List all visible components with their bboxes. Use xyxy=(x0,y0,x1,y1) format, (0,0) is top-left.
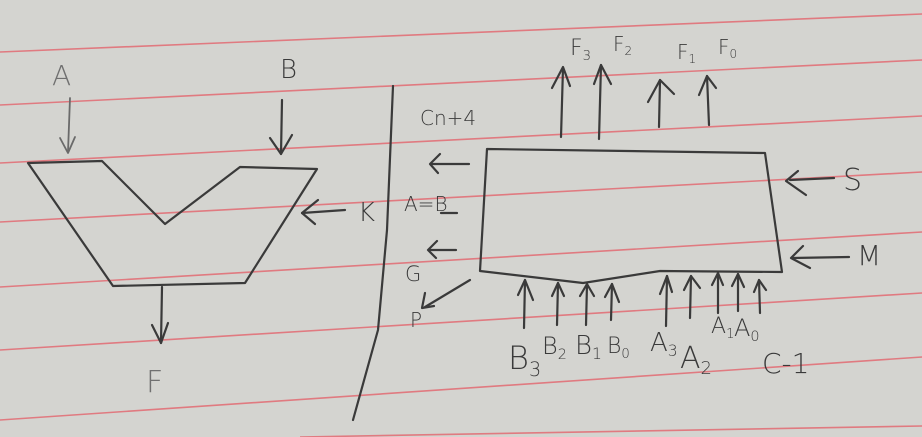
bottom-input-arrows xyxy=(516,271,768,330)
mode-m-label: M xyxy=(857,239,882,272)
carry-in-label: C-1 xyxy=(762,347,810,380)
m-input-arrow xyxy=(789,244,851,270)
output-f-label: F xyxy=(146,365,164,400)
left-output-arrows xyxy=(420,152,472,310)
vertical-divider xyxy=(351,84,395,422)
input-a-label: A xyxy=(52,59,72,92)
output-f3-label: F3 xyxy=(570,36,592,64)
select-s-label: S xyxy=(843,163,863,198)
a-equals-b-label: A=B xyxy=(404,192,448,216)
output-f0-label: F0 xyxy=(718,35,738,62)
control-k-label: K xyxy=(358,198,376,228)
carry-out-label: Cn+4 xyxy=(420,106,477,130)
generate-g-label: G xyxy=(405,262,422,286)
input-b2-label: B2 xyxy=(542,332,567,364)
s-input-arrow xyxy=(784,169,836,197)
alu-chip-box xyxy=(478,147,784,285)
input-b1-label: B1 xyxy=(575,331,602,364)
input-a0-label: A0 xyxy=(734,314,760,346)
input-b0-label: B0 xyxy=(607,334,630,362)
output-f2-label: F2 xyxy=(613,32,633,59)
control-k-arrow xyxy=(300,198,347,226)
propagate-p-label: P xyxy=(410,308,423,332)
input-a1-label: A1 xyxy=(711,314,735,342)
input-a3-label: A3 xyxy=(650,328,678,361)
output-f-arrow xyxy=(150,285,170,345)
output-f1-label: F1 xyxy=(677,40,697,67)
input-a2-label: A2 xyxy=(680,341,712,380)
input-b3-label: B3 xyxy=(508,339,542,381)
input-b-label: B xyxy=(280,55,298,85)
input-a-arrow xyxy=(59,97,76,154)
f-output-arrows xyxy=(550,63,718,141)
alu-symbol-shape xyxy=(26,159,319,288)
input-b-arrow xyxy=(268,98,294,156)
